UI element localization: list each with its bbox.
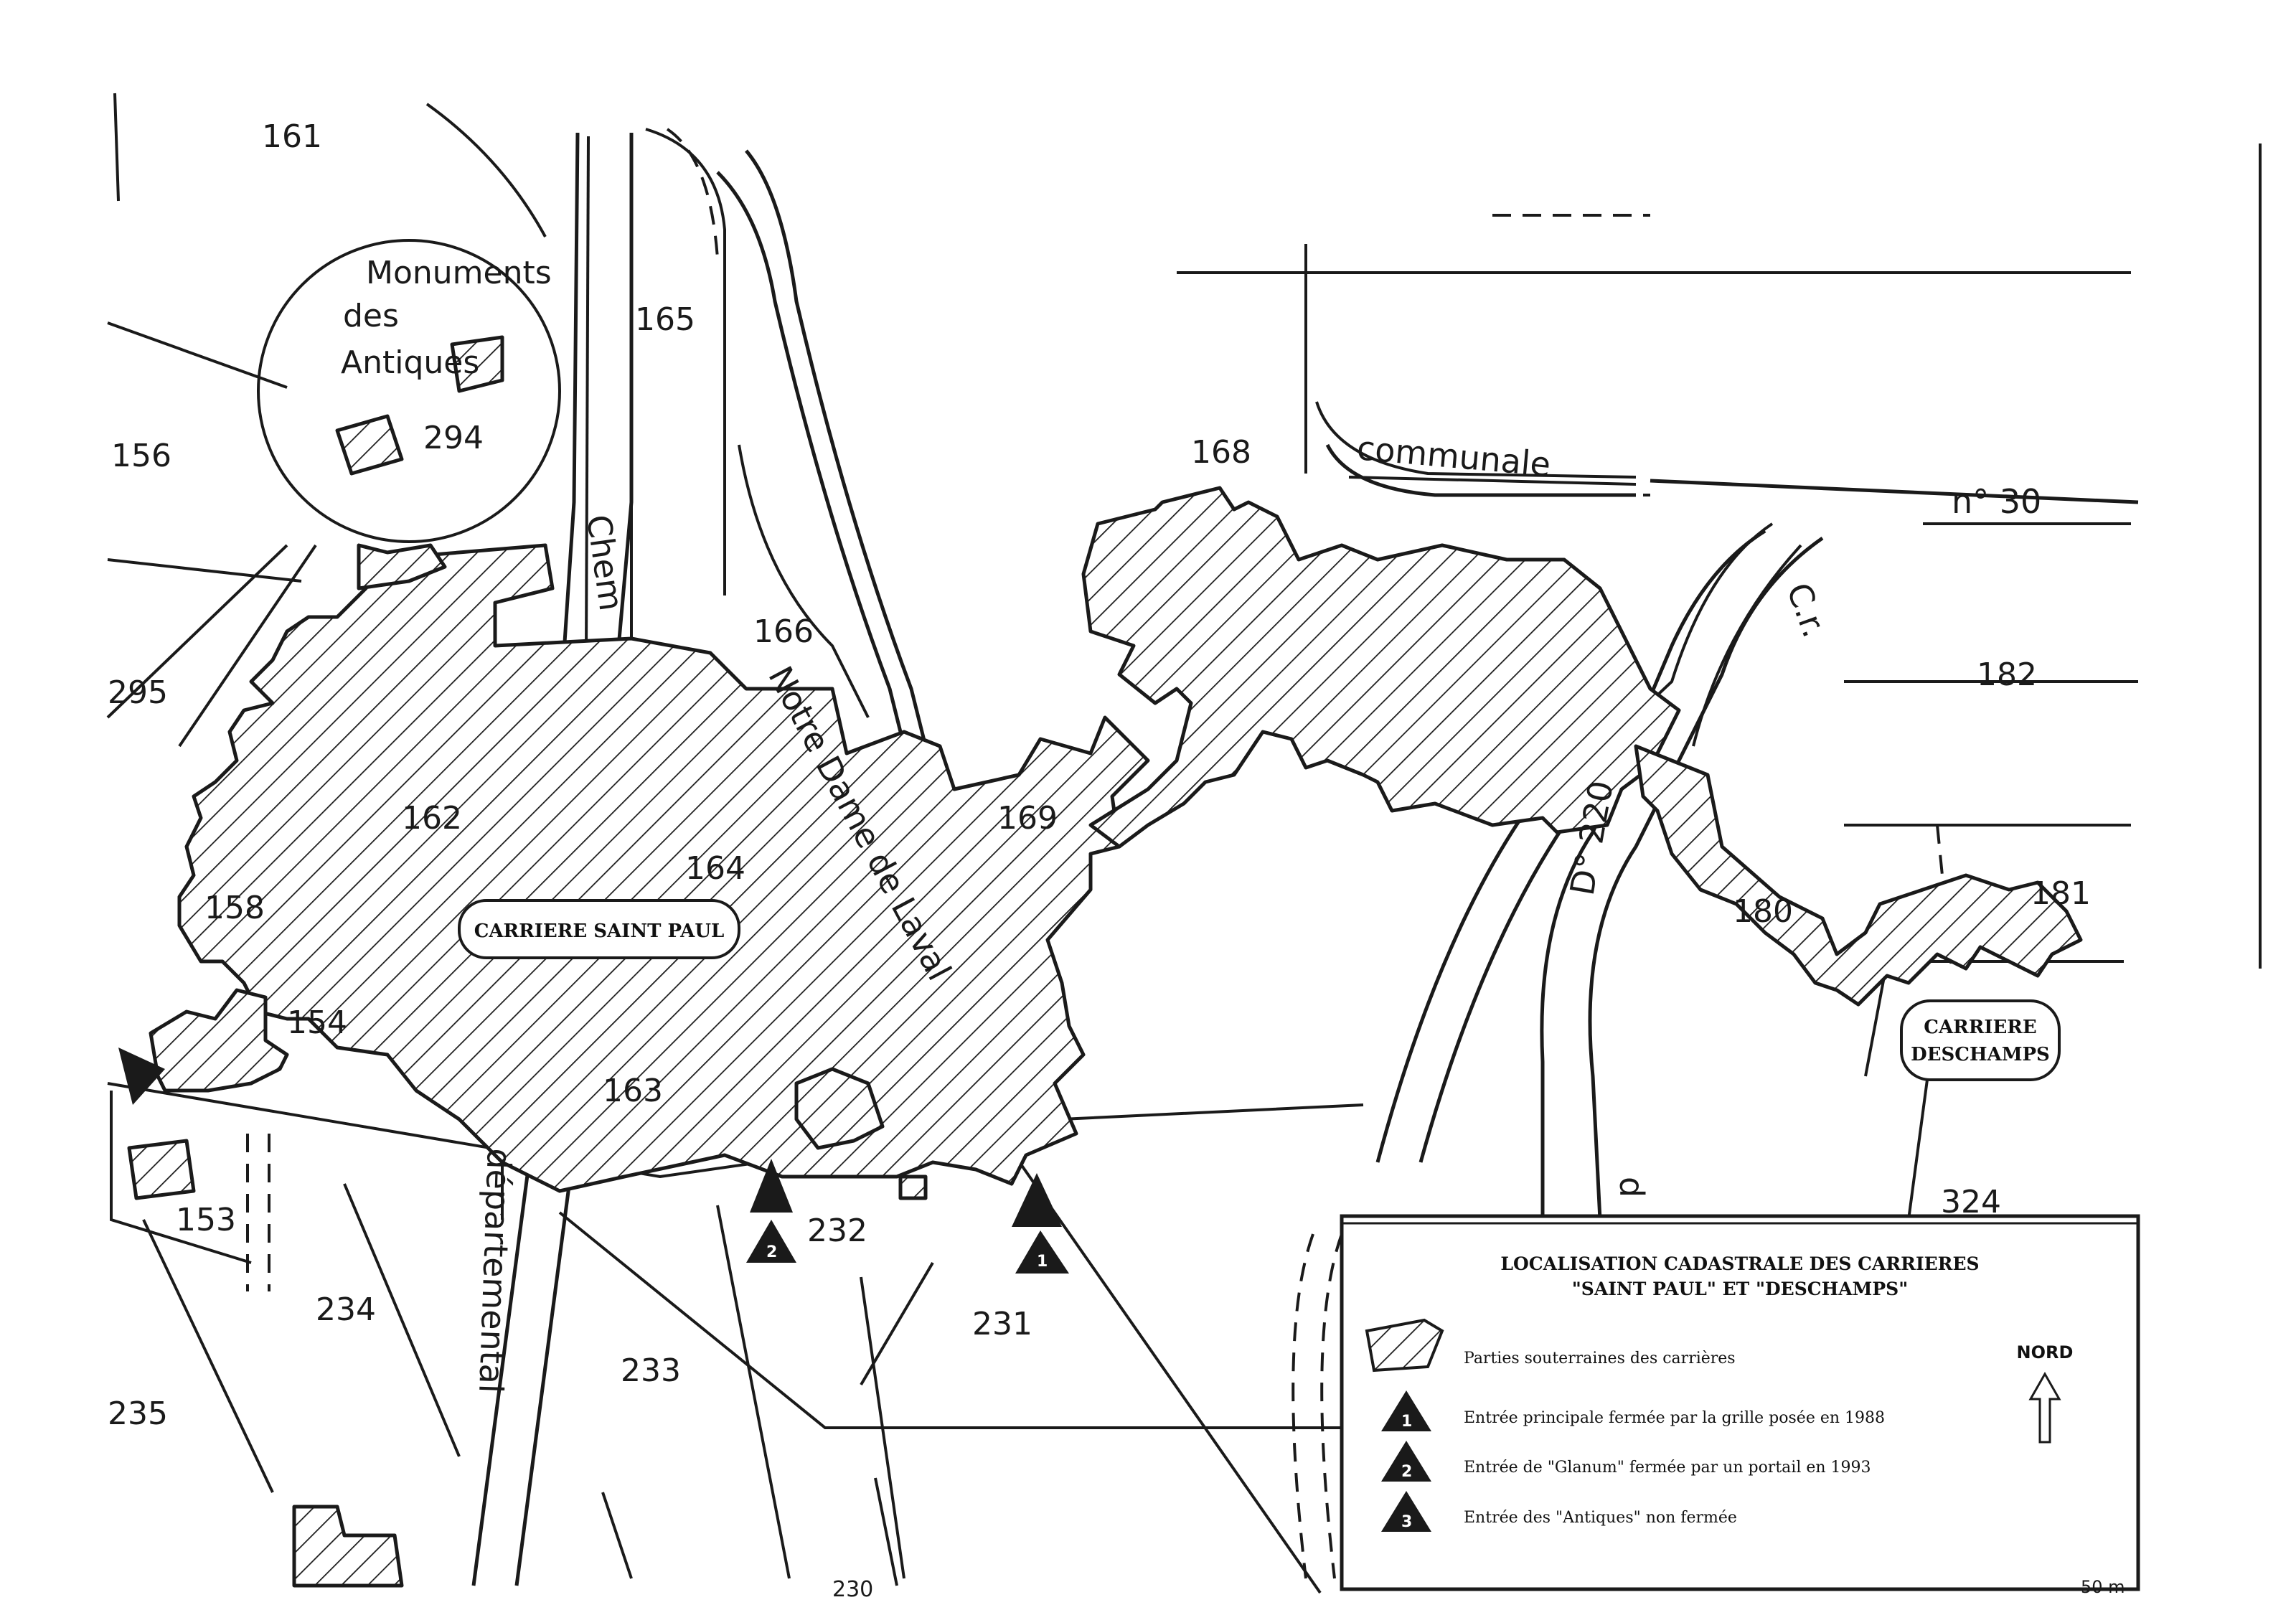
- legend: LOCALISATION CADASTRALE DES CARRIERES "S…: [1340, 1214, 2140, 1591]
- quarry-small-south: [794, 1067, 885, 1150]
- road-d-label: d: [1612, 1177, 1651, 1197]
- entrance-2-number: 2: [766, 1243, 777, 1261]
- entrance-1-number: 1: [1037, 1253, 1048, 1271]
- legend-marker-2-number: 2: [1401, 1463, 1412, 1481]
- carriere-saint-paul-label: CARRIERE SAINT PAUL: [474, 921, 725, 942]
- entrance-3-arrow: [118, 1048, 165, 1105]
- scale-label: 50 m: [2081, 1577, 2125, 1597]
- road-number-label: n° 30: [1952, 482, 2041, 521]
- parcel-232: 232: [807, 1213, 867, 1249]
- parcel-153: 153: [176, 1202, 236, 1238]
- parcel-295: 295: [108, 674, 168, 711]
- legend-frame: [1340, 1214, 2140, 1591]
- entrance-1-arrow: [1012, 1173, 1062, 1227]
- parcel-156: 156: [111, 438, 171, 474]
- parcel-230: 230: [832, 1577, 873, 1602]
- building-small: [898, 1174, 928, 1200]
- carriere-deschamps-label-1: CARRIERE: [1924, 1017, 2037, 1038]
- monument-square-2: [335, 414, 404, 476]
- parcel-235: 235: [108, 1395, 168, 1432]
- landmark-line3: Antiques: [341, 344, 479, 381]
- north-arrow-icon: [2028, 1371, 2061, 1444]
- quarry-east-area: [1081, 486, 1681, 849]
- quarry-small-north: [357, 543, 447, 590]
- quarry-deschamps-area: [1634, 744, 2083, 1007]
- landmark-line2: des: [343, 298, 399, 334]
- legend-item-4: Entrée des "Antiques" non fermée: [1464, 1509, 1737, 1527]
- legend-item-1: Parties souterraines des carrières: [1464, 1350, 1736, 1367]
- parcel-154: 154: [287, 1004, 347, 1041]
- parcel-233: 233: [621, 1352, 681, 1389]
- legend-title-1: LOCALISATION CADASTRALE DES CARRIERES: [1500, 1253, 1979, 1274]
- parcel-162: 162: [402, 800, 462, 837]
- parcel-182: 182: [1977, 656, 2037, 693]
- monuments-des-antiques-label: Monuments des Antiques: [341, 255, 552, 381]
- carriere-deschamps-label-2: DESCHAMPS: [1911, 1044, 2050, 1065]
- quarry-west-area: [149, 988, 289, 1093]
- road-communale-label: communale: [1355, 428, 1552, 484]
- legend-title-2: "SAINT PAUL" ET "DESCHAMPS": [1572, 1279, 1908, 1299]
- communale-underline: [1348, 476, 1637, 486]
- entrance-markers: 2 1: [118, 1048, 1069, 1274]
- parcel-165: 165: [635, 301, 695, 338]
- parcel-234: 234: [316, 1291, 376, 1328]
- legend-marker-3-number: 3: [1401, 1513, 1412, 1531]
- parcel-294: 294: [423, 420, 484, 456]
- north-label: NORD: [2017, 1342, 2074, 1362]
- parcel-161: 161: [262, 118, 322, 155]
- road-departemental-label: départemental: [471, 1148, 519, 1394]
- building-153: [127, 1139, 196, 1200]
- carriere-deschamps-box: CARRIERE DESCHAMPS: [1900, 999, 2061, 1081]
- legend-item-2: Entrée principale fermée par la grille p…: [1464, 1409, 1885, 1427]
- carriere-deschamps-frame: [1900, 999, 2061, 1081]
- legend-hatch-swatch: [1365, 1318, 1444, 1373]
- carriere-saint-paul-box: CARRIERE SAINT PAUL: [458, 899, 740, 959]
- legend-marker-3: [1381, 1491, 1431, 1532]
- parcel-164: 164: [685, 850, 745, 887]
- building-bottom: [292, 1505, 404, 1588]
- parcel-labels: 161 156 165 166 168 182 162 164 169 158 …: [108, 118, 2091, 1602]
- legend-marker-2: [1381, 1441, 1431, 1482]
- parcel-166: 166: [753, 613, 814, 650]
- parcel-163: 163: [603, 1073, 663, 1109]
- underground-quarry-areas: [127, 335, 2083, 1588]
- parcel-180: 180: [1733, 893, 1793, 930]
- legend-marker-1: [1381, 1390, 1431, 1431]
- parcel-169: 169: [997, 800, 1058, 837]
- carriere-saint-paul-frame: [458, 899, 740, 959]
- legend-marker-1-number: 1: [1401, 1413, 1412, 1431]
- road-cr-label: C.r.: [1779, 578, 1835, 642]
- parcel-168: 168: [1191, 434, 1251, 471]
- entrance-2-arrow: [750, 1159, 793, 1213]
- landmark-line1: Monuments: [366, 255, 552, 291]
- parcel-181: 181: [2031, 875, 2091, 912]
- entrance-2-marker: [746, 1220, 796, 1263]
- parcel-231: 231: [972, 1306, 1032, 1342]
- parcel-158: 158: [204, 890, 265, 926]
- monument-square-1: [450, 335, 504, 393]
- quarry-saint-paul-area: [177, 543, 1150, 1193]
- legend-item-3: Entrée de "Glanum" fermée par un portail…: [1464, 1459, 1871, 1477]
- entrance-1-marker: [1015, 1230, 1069, 1274]
